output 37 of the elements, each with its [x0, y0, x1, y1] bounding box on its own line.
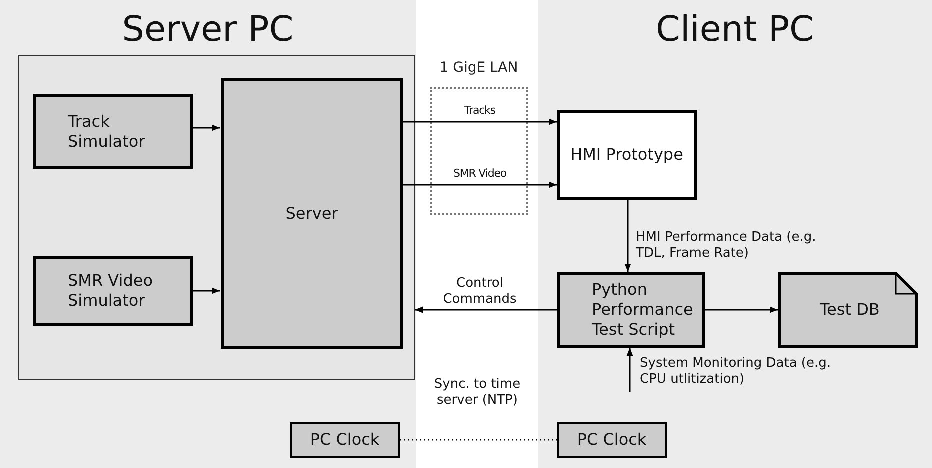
arrow: [626, 348, 634, 392]
arrow: [705, 306, 778, 314]
clock-box: [557, 422, 667, 458]
server-frame: [18, 55, 415, 380]
edge-label: Control Commands: [442, 276, 518, 308]
arrow: [402, 182, 557, 188]
region-title: Client PC: [656, 10, 814, 50]
edge-label: System Monitoring Data (e.g. CPU utlitization): [640, 356, 832, 388]
arrow: [192, 124, 220, 132]
edge-label: SMR Video: [452, 167, 508, 180]
box-label: PC Clock: [310, 430, 380, 450]
pc-region: [0, 0, 416, 468]
box-label: HMI Prototype: [570, 145, 684, 165]
dotted-connector: [400, 439, 557, 441]
arrow: [402, 118, 557, 126]
box-label: Track Simulator: [68, 112, 146, 152]
process-box: [33, 94, 193, 169]
region-title: Server PC: [122, 10, 294, 50]
process-box: [33, 256, 193, 326]
edge-label: HMI Performance Data (e.g. TDL, Frame Rate): [636, 230, 818, 262]
arrow: [624, 200, 632, 272]
process-box: [557, 272, 705, 348]
document-shape: [778, 272, 918, 348]
box-label: Python Performance Test Script: [592, 280, 694, 340]
arrow: [415, 306, 557, 314]
edge-label: Tracks: [464, 104, 496, 118]
clock-box: [290, 422, 400, 458]
box-label: Test DB: [820, 300, 880, 320]
box-label: PC Clock: [577, 430, 647, 450]
box-label: Server: [286, 204, 338, 224]
pc-region: [538, 0, 932, 468]
process-box: [221, 78, 403, 349]
arrow: [192, 288, 220, 294]
box-label: SMR Video Simulator: [68, 271, 154, 311]
edge-label: Sync. to time server (NTP): [433, 377, 522, 408]
network-label: 1 GigE LAN: [438, 60, 520, 76]
process-box: [557, 110, 697, 200]
